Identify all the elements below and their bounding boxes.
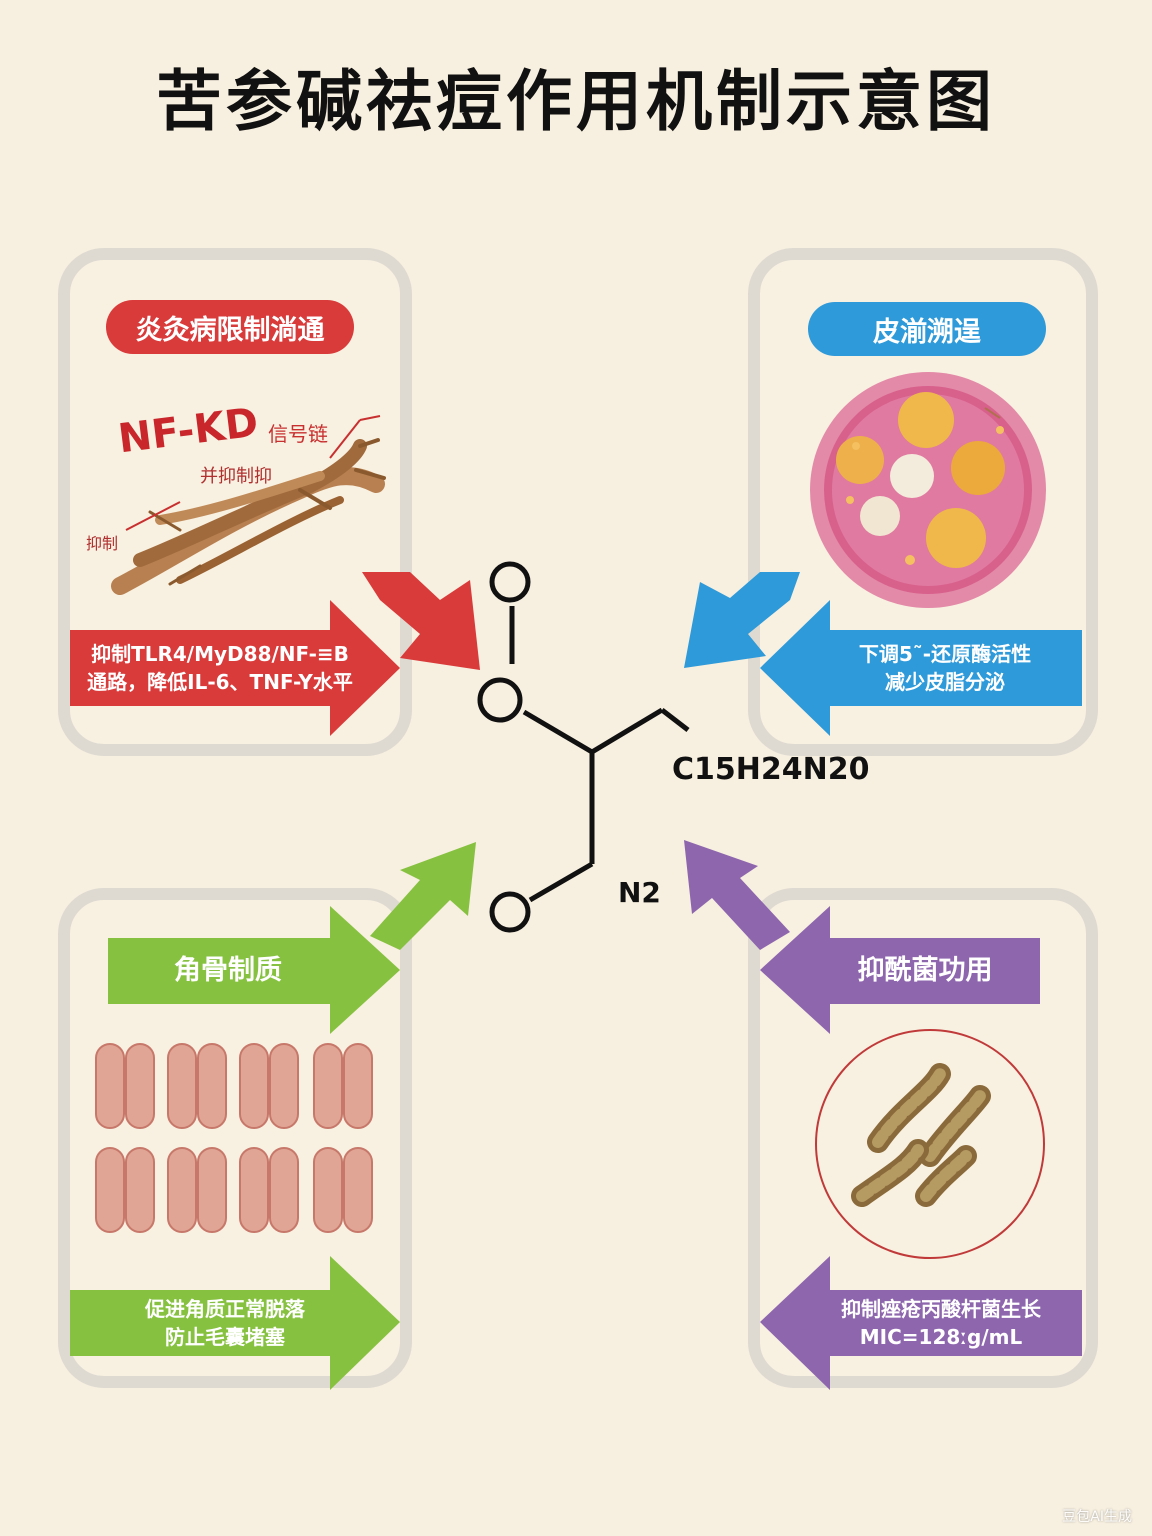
arrow-top-right-line2: 减少皮脂分泌 [885,670,1005,694]
arrow-top-left-line2: 通路，降低IL-6、TNF-Y水平 [87,670,353,694]
arrow-top-left [70,600,400,736]
molecular-formula: C15H24N20 [672,752,870,787]
annotation-line-1 [329,419,361,459]
n2-label: N2 [618,876,661,909]
arrow-bottom-left-line2: 防止毛囊堵塞 [165,1325,285,1349]
arrow-bottom-left-top [108,906,400,1034]
arrow-bottom-left-line1: 促进角质正常脱落 [145,1297,305,1321]
arrow-text-top-left: 抑制TLR4/MyD88/NF-≡B 通路，降低IL-6、TNF-Y水平 [70,630,370,706]
arrow-top-right [760,600,1082,736]
arrow-bottom-right-line1: 抑制痤疮丙酸杆菌生长 [841,1297,1041,1321]
keratin-cells-image [95,1043,373,1233]
pill-top-left: 炎灸病限制淌通 [106,300,354,354]
annotation-line-4 [984,407,1001,419]
pill-bottom-right-label: 抑酰菌功用 [857,955,993,986]
arrow-red-diagonal [362,572,480,670]
watermark: 豆包AI生成 [1062,1509,1132,1525]
arrow-bottom-right-line2: MIC=128ːg/mL [859,1325,1023,1349]
arrow-bottom-left [70,1256,400,1390]
arrow-green-diagonal [370,842,476,950]
arrow-purple-diagonal [684,840,790,950]
arrow-top-left-line1: 抑制TLR4/MyD88/NF-≡B [91,642,349,666]
sebaceous-cell-image [810,372,1046,608]
nfkd-sub-label: 信号链 [268,422,328,446]
small-label-1: 并抑制抑 [200,466,272,487]
arrow-bottom-right-top [760,906,1040,1034]
pill-bottom-right: 抑酰菌功用 [810,938,1040,1004]
bacteria-dish-image [815,1029,1045,1259]
pill-top-right: 皮湔溯逞 [808,302,1046,356]
molecule-structure [477,561,690,933]
arrow-text-bottom-left: 促进角质正常脱落 防止毛囊堵塞 [70,1290,380,1356]
page-title: 苦参碱祛痘作用机制示意图 [156,63,996,140]
arrow-bottom-right [760,1256,1082,1390]
arrow-blue-diagonal [684,572,800,668]
arrow-top-right-line1: 下调5˜-还原酶活性 [858,642,1032,666]
annotation-line-2 [359,415,381,421]
pill-bottom-left: 角骨制质 [108,938,348,1004]
arrow-text-top-right: 下调5˜-还原酶活性 减少皮脂分泌 [808,630,1082,706]
small-label-2: 抑制 [86,534,119,553]
arrow-text-bottom-right: 抑制痤疮丙酸杆菌生长 MIC=128ːg/mL [800,1290,1082,1356]
pill-bottom-left-label: 角骨制质 [174,955,282,986]
ginseng-root-image [111,438,386,595]
annotation-line-3 [125,501,181,531]
